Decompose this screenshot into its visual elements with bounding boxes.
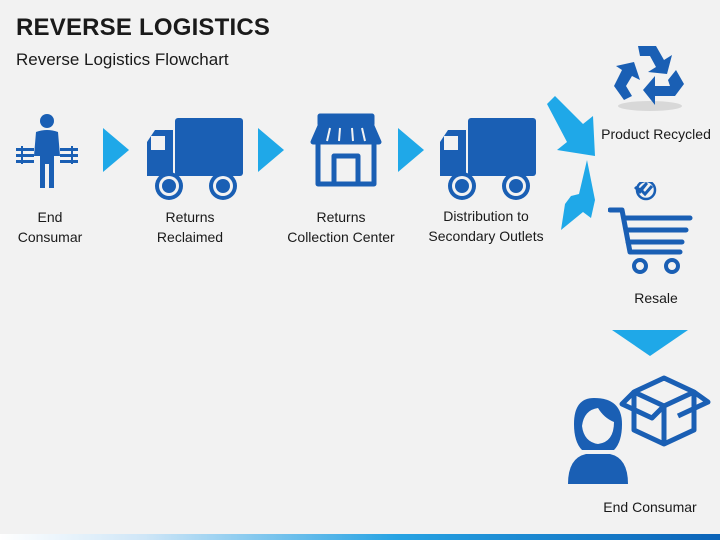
step-label-line2: Secondary Outlets xyxy=(428,228,544,244)
arrow-up-right-icon xyxy=(547,96,595,156)
step-label-line2: Collection Center xyxy=(287,229,395,245)
slide-subtitle: Reverse Logistics Flowchart xyxy=(16,50,229,69)
store-icon xyxy=(310,113,382,187)
step-label-collection-center: Returns Collection Center xyxy=(271,207,411,247)
step-label-returns-reclaimed: Returns Reclaimed xyxy=(130,207,250,247)
truck-icon xyxy=(440,118,536,200)
woman-with-box-icon xyxy=(568,375,711,484)
arrow-right-icon xyxy=(398,128,424,172)
step-label-line1: End xyxy=(37,209,63,225)
truck-icon xyxy=(147,118,243,200)
step-label-secondary-outlets: Distribution to Secondary Outlets xyxy=(416,206,556,246)
step-label-line2: Reclaimed xyxy=(156,229,224,245)
footer-gradient-bar xyxy=(0,534,720,540)
arrow-down-icon xyxy=(612,330,688,356)
step-label-line1: Returns xyxy=(165,209,215,225)
outcome-label-resale: Resale xyxy=(634,290,678,306)
shopper-icon xyxy=(16,114,78,188)
outcome-label-recycled: Product Recycled xyxy=(601,126,711,142)
shopping-cart-icon xyxy=(608,182,693,274)
slide-title: REVERSE LOGISTICS xyxy=(16,14,271,41)
recycle-icon xyxy=(614,46,684,111)
step-label-line2: Consumar xyxy=(17,229,83,245)
arrow-right-icon xyxy=(258,128,284,172)
step-label-line1: Distribution to xyxy=(443,208,529,224)
outcome-label-end-consumar: End Consumar xyxy=(603,499,697,515)
arrow-right-icon xyxy=(103,128,129,172)
arrow-down-right-icon xyxy=(561,160,595,230)
step-label-line1: Returns xyxy=(316,209,366,225)
step-label-end-consumar: End Consumar xyxy=(0,207,100,247)
